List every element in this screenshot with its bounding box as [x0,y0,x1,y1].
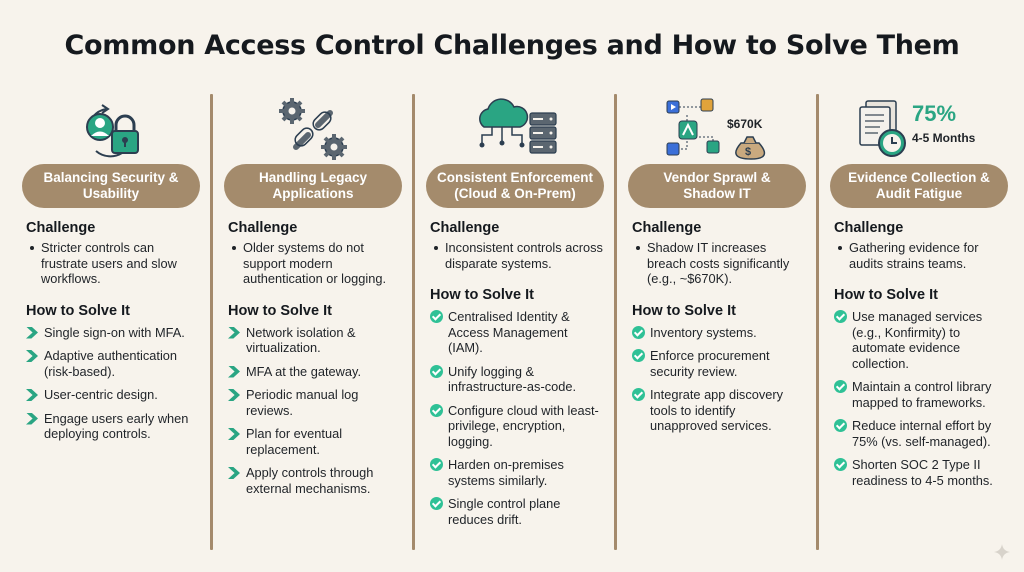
check-circle-icon [632,325,645,339]
gears-chain-icon [224,94,402,164]
solution-item: Centralised Identity & Access Management… [430,309,604,356]
apps-moneybag-icon: $ $670K [657,97,777,161]
column-security-usability: Balancing Security & Usability Challenge… [12,94,210,550]
solution-item: Plan for eventual replacement. [228,426,402,457]
solution-item: Shorten SOC 2 Type II readiness to 4-5 m… [834,457,1008,488]
column-heading: Handling Legacy Applications [224,164,402,208]
column-heading: Evidence Collection & Audit Fatigue [830,164,1008,208]
challenge-text: Gathering evidence for audits strains te… [834,240,1008,271]
chevron-icon [26,350,38,362]
column-heading: Vendor Sprawl & Shadow IT [628,164,806,208]
column-evidence-collection: 75% 4-5 Months Evidence Collection & Aud… [816,94,1018,550]
check-circle-icon [632,388,645,401]
challenge-text: Older systems do not support modern auth… [228,240,402,287]
check-circle-icon [430,458,443,471]
column-consistent-enforcement: Consistent Enforcement (Cloud & On-Prem)… [412,94,614,550]
check-circle-icon [834,419,847,432]
solve-label: How to Solve It [26,302,130,319]
challenge-label: Challenge [834,220,904,236]
column-heading: Balancing Security & Usability [22,164,200,208]
chevron-icon [228,389,240,401]
solution-item: Integrate app discovery tools to identif… [632,387,806,434]
sparkle-icon [994,544,1010,560]
chevron-icon [228,428,240,440]
challenge-label: Challenge [228,220,298,236]
percent-label: 75% [912,101,957,126]
documents-clock-icon: 75% 4-5 Months [854,97,984,161]
solution-item: User-centric design. [26,387,200,403]
solution-item: Inventory systems. [632,325,806,341]
solution-item: Configure cloud with least-privilege, en… [430,403,604,450]
check-circle-icon [834,458,847,471]
chevron-icon [26,326,38,339]
solution-item: Reduce internal effort by 75% (vs. self-… [834,418,1008,449]
solution-item: Engage users early when deploying contro… [26,411,200,442]
challenge-label: Challenge [632,220,702,236]
solution-item: MFA at the gateway. [228,364,402,380]
column-vendor-sprawl: $ $670K Vendor Sprawl & Shadow IT Challe… [614,94,816,550]
amount-label: $670K [727,117,763,131]
challenge-text: Stricter controls can frustrate users an… [26,240,200,287]
check-circle-icon [430,364,443,378]
solution-list: Centralised Identity & Access Management… [430,309,604,527]
solution-list: Inventory systems. Enforce procurement s… [632,325,806,434]
cloud-server-icon [426,94,604,164]
solution-list: Network isolation & virtualization. MFA … [228,325,402,497]
solution-item: Apply controls through external mechanis… [228,465,402,496]
solution-list: Single sign-on with MFA. Adaptive authen… [26,325,200,442]
chevron-icon [228,467,240,479]
chevron-icon [228,326,240,339]
solution-item: Unify logging & infrastructure-as-code. [430,364,604,395]
check-circle-icon [430,310,443,323]
solution-item: Adaptive authentication (risk-based). [26,348,200,379]
check-circle-icon [430,403,443,417]
solution-item: Maintain a control library mapped to fra… [834,379,1008,410]
challenge-label: Challenge [430,220,500,236]
solve-label: How to Solve It [632,302,736,319]
challenge-columns: Balancing Security & Usability Challenge… [12,94,1016,550]
svg-text:$: $ [745,146,751,158]
solution-item: Periodic manual log reviews. [228,387,402,418]
check-circle-icon [632,349,645,362]
solution-list: Use managed services (e.g., Konfirmity) … [834,309,1008,488]
solution-item: Enforce procurement security review. [632,348,806,379]
chevron-icon [228,365,240,378]
solve-label: How to Solve It [834,287,938,303]
user-lock-icon [22,94,200,164]
check-circle-icon [834,380,847,393]
check-circle-icon [834,310,847,323]
solution-item: Harden on-premises systems similarly. [430,457,604,488]
solve-label: How to Solve It [430,287,534,303]
chevron-icon [26,389,38,401]
challenge-text: Inconsistent controls across disparate s… [430,240,604,271]
check-circle-icon [430,497,443,510]
column-heading: Consistent Enforcement (Cloud & On-Prem) [426,164,604,208]
solution-item: Single sign-on with MFA. [26,325,200,341]
challenge-text: Shadow IT increases breach costs signifi… [632,240,806,287]
solution-item: Single control plane reduces drift. [430,496,604,527]
solution-item: Use managed services (e.g., Konfirmity) … [834,309,1008,371]
solution-item: Network isolation & virtualization. [228,325,402,356]
column-legacy-applications: Handling Legacy Applications Challenge O… [210,94,412,550]
solve-label: How to Solve It [228,302,332,319]
months-label: 4-5 Months [912,131,976,145]
chevron-icon [26,412,38,425]
challenge-label: Challenge [26,220,96,236]
page-title: Common Access Control Challenges and How… [64,30,960,61]
